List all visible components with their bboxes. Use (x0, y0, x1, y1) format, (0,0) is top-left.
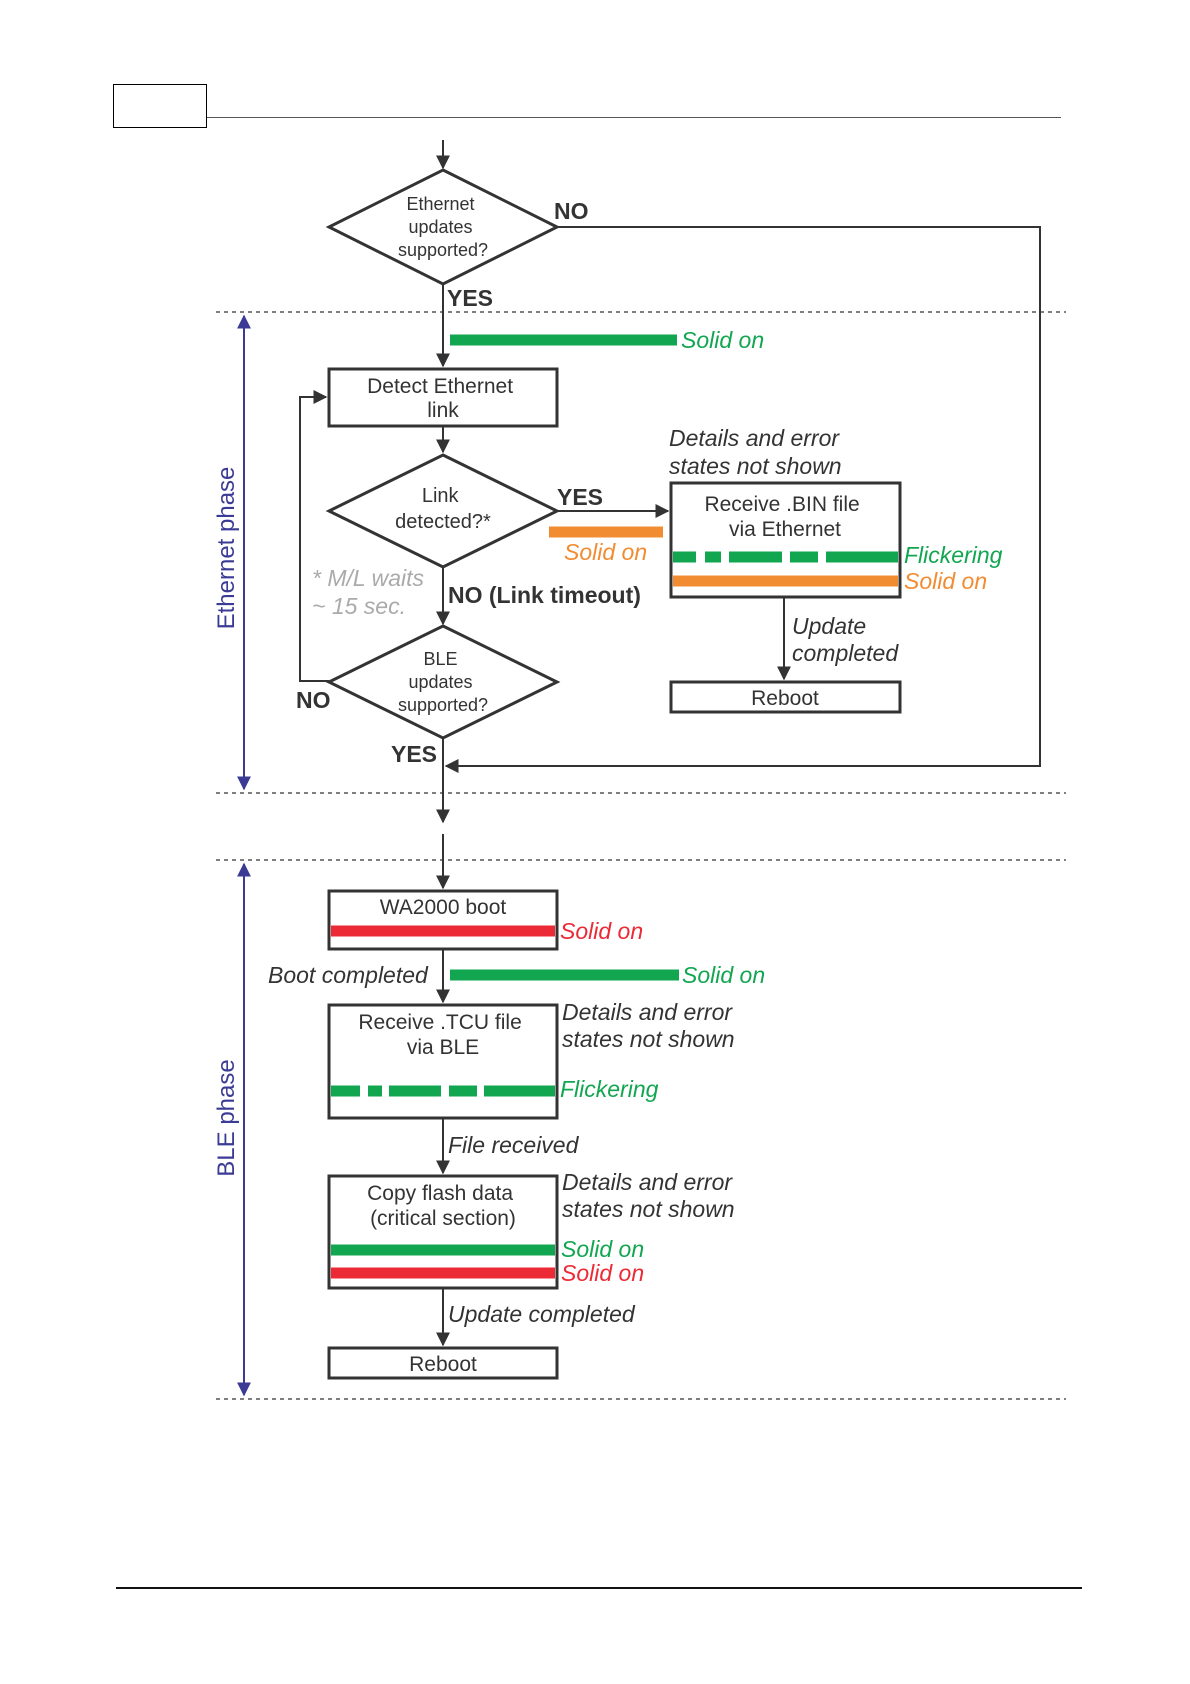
no-label-ethernet: NO (554, 198, 589, 224)
box-reboot-ble-label: Reboot (409, 1353, 477, 1376)
header-rule (207, 117, 1061, 118)
box-copy-line1: Copy flash data (367, 1182, 513, 1205)
decision-ethernet-line3: supported? (398, 240, 488, 260)
details-note-copy-line2: states not shown (562, 1196, 735, 1222)
no-ethernet-bypass-arrow (444, 226, 1041, 773)
decision-link-line2: detected?* (395, 511, 491, 533)
details-note-copy-line1: Details and error (562, 1169, 733, 1195)
svg-text:* M/L waits ~ 15 sec.: * M/L waits ~ 15 sec. (312, 565, 430, 619)
svg-text:Ethernet updates suppo: Ethernet updates supported? (398, 194, 488, 260)
status-copy-solid-red: Solid on (561, 1260, 644, 1286)
decision-ethernet-line1: Ethernet (406, 194, 474, 214)
ble-phase-label: BLE phase (213, 1059, 240, 1176)
decision-ethernet-updates (325, 168, 561, 286)
status-copy-solid-green: Solid on (561, 1236, 644, 1262)
box-detect-line2: link (427, 399, 459, 422)
decision-link-detected (325, 453, 561, 569)
status-boot-solid-green: Solid on (682, 962, 765, 988)
box-wa2000-boot (327, 889, 559, 951)
status-tcu-flickering: Flickering (560, 1076, 659, 1102)
svg-text:Details and error states n: Details and error states not shown (669, 425, 845, 479)
box-detect-ethernet-link (327, 367, 559, 428)
decision-ble-line3: supported? (398, 695, 488, 715)
svg-text:Detect Ethernet link: Detect Ethernet link (367, 375, 519, 422)
box-copy-line2: (critical section) (370, 1207, 516, 1230)
svg-text:BLE updates supported?: BLE updates supported? (398, 649, 488, 715)
details-note-ethernet-line2: states not shown (669, 453, 842, 479)
details-note-ethernet-line1: Details and error (669, 425, 840, 451)
decision-ble-line2: updates (408, 672, 472, 692)
svg-text:Details and error states n: Details and error states not shown (562, 999, 738, 1052)
wait-note-line2: ~ 15 sec. (312, 593, 406, 619)
connectors (299, 140, 1041, 1347)
footer-rule (116, 1587, 1082, 1589)
box-reboot-ethernet (669, 680, 902, 714)
yes-label-link: YES (557, 484, 603, 510)
update-completed-label: Update completed (448, 1301, 636, 1327)
header-page-box (113, 84, 207, 128)
status-wa2000-solid-red: Solid on (560, 918, 643, 944)
svg-text:Details and error states n: Details and error states not shown (562, 1169, 738, 1222)
phase-separators (216, 311, 1066, 1400)
wait-note-line1: * M/L waits (312, 565, 425, 591)
yes-label-ethernet: YES (447, 285, 493, 311)
details-note-tcu-line1: Details and error (562, 999, 733, 1025)
ethernet-phase-label: Ethernet phase (213, 467, 240, 630)
svg-text:Receive .TCU file via BLE: Receive .TCU file via BLE (358, 1011, 527, 1059)
file-received-label: File received (448, 1132, 580, 1158)
box-detect-line1: Detect Ethernet (367, 375, 513, 398)
decision-ble-updates (325, 624, 561, 740)
decision-ethernet-line2: updates (408, 217, 472, 237)
update-completed-line2: completed (792, 640, 899, 666)
no-link-timeout-label: NO (Link timeout) (448, 582, 641, 608)
box-reboot-ethernet-label: Reboot (751, 687, 819, 710)
status-bin-flickering: Flickering (904, 542, 1003, 568)
yes-label-ble: YES (391, 741, 437, 767)
svg-text:Copy flash data (critical: Copy flash data (critical section) (367, 1182, 519, 1230)
box-receive-tcu (327, 1003, 559, 1120)
details-note-tcu-line2: states not shown (562, 1026, 735, 1052)
decision-ble-line1: BLE (423, 649, 457, 669)
box-receive-tcu-line1: Receive .TCU file (358, 1011, 521, 1034)
status-link-solid-orange: Solid on (564, 539, 647, 565)
box-receive-bin-line1: Receive .BIN file (704, 493, 859, 516)
box-receive-tcu-line2: via BLE (407, 1036, 479, 1059)
status-ethernet-solid-green: Solid on (681, 327, 764, 353)
svg-text:Link detected?*: Link detected?* (395, 485, 491, 533)
svg-text:Update completed: Update completed (792, 613, 899, 666)
box-receive-bin-line2: via Ethernet (729, 518, 841, 541)
boot-completed-label: Boot completed (268, 962, 429, 988)
update-completed-line1: Update (792, 613, 866, 639)
box-reboot-ble (327, 1346, 559, 1380)
ble-no-loop-arrow (299, 390, 329, 682)
status-bin-solid-orange: Solid on (904, 568, 987, 594)
svg-text:Receive .BIN file via Ethe: Receive .BIN file via Ethernet (704, 493, 865, 541)
decision-link-line1: Link (422, 485, 460, 507)
box-wa2000-label: WA2000 boot (380, 896, 507, 919)
no-label-ble: NO (296, 687, 331, 713)
